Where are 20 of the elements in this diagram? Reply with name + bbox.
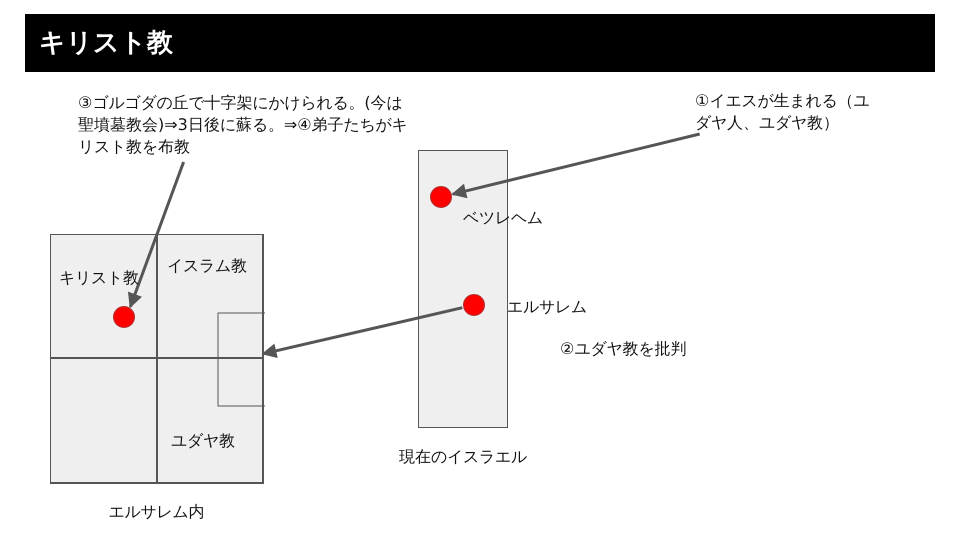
map-caption: 現在のイスラエル — [398, 446, 528, 468]
annotation-text: ②ユダヤ教を批判 — [560, 338, 686, 360]
district-area — [156, 357, 264, 484]
annotation-text: ①イエスが生まれる（ユダヤ人、ユダヤ教） — [695, 90, 885, 134]
arrow — [451, 132, 700, 198]
location-dot — [430, 186, 452, 208]
arrow — [262, 306, 463, 358]
map-caption: エルサレム内 — [108, 501, 206, 523]
district-area — [156, 234, 264, 359]
district-label: キリスト教 — [59, 267, 139, 289]
district-area — [50, 234, 158, 359]
location-dot — [113, 306, 135, 328]
district-label: イスラム教 — [167, 255, 247, 277]
district-area — [50, 357, 158, 484]
annotation-text: ③ゴルゴダの丘で十字架にかけられる。(今は聖墳墓教会)⇒3日後に蘇る。⇒④弟子たちがキリスト教を布教 — [78, 92, 408, 158]
place-label: エルサレム — [507, 296, 587, 318]
district-label: ユダヤ教 — [171, 430, 235, 452]
arrow — [128, 161, 185, 308]
title-bar: キリスト教 — [25, 14, 935, 72]
location-dot — [463, 294, 485, 316]
